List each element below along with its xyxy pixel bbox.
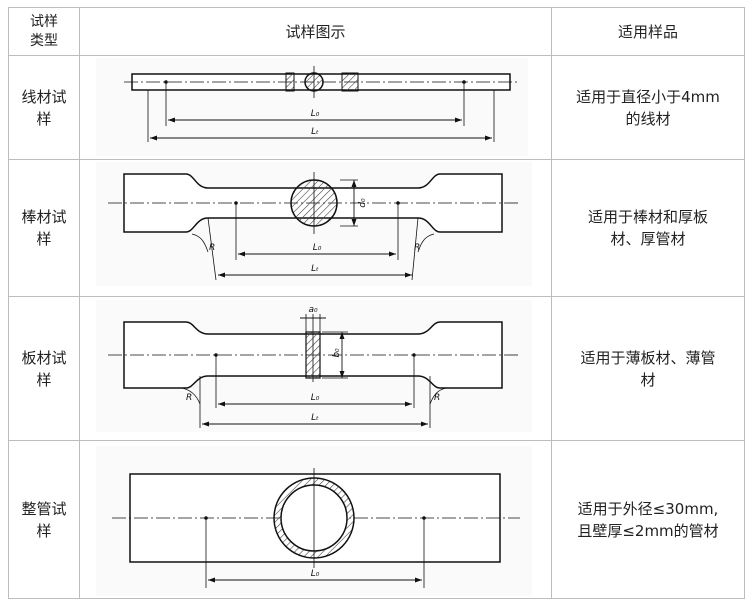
tube-gauge-length-label: L₀ [311,569,320,579]
bar-diameter-label: d₀ [358,198,368,208]
header-sample-type: 试样 类型 [30,13,58,49]
plate-gauge-length-label: L₀ [311,393,320,403]
tube-specimen-figure: L₀ [96,446,532,596]
bar-gauge-length-label: L₀ [313,243,322,253]
row-tube-applicable: 适用于外径≤30mm, 且壁厚≤2mm的管材 [577,499,719,540]
row-wire-applicable: 适用于直径小于4mm 的线材 [576,87,720,128]
header-applicable-samples: 适用样品 [617,22,678,41]
sample-type-table: 试样 类型 试样图示 适用样品 线材试 样 适用于直径小于4mm 的线材 棒材试… [8,7,745,599]
row-bar-type: 棒材试 样 [21,208,67,248]
bar-left-radius-label: R [209,243,215,253]
row-tube-type: 整管试 样 [21,499,67,540]
plate-left-radius-label: R [186,393,192,403]
row-wire-type: 线材试 样 [21,87,67,128]
plate-width-label: b₀ [332,348,342,358]
bar-specimen-figure: d₀ R R L₀ Lₜ [96,162,532,286]
plate-specimen-figure: a₀ b₀ R R L₀ Lₜ [96,300,532,432]
plate-thickness-label: a₀ [308,305,318,315]
wire-gauge-length-label: L₀ [311,109,320,119]
row-bar-applicable: 适用于棒材和厚板 材、厚管材 [587,208,708,248]
wire-specimen-figure: L₀ Lₜ [96,58,528,156]
bar-right-radius-label: R [414,243,420,253]
row-plate-type: 板材试 样 [21,348,67,389]
bar-total-length-label: Lₜ [311,264,319,274]
plate-right-radius-label: R [434,393,440,403]
header-sample-figure: 试样图示 [285,22,346,41]
row-plate-applicable: 适用于薄板材、薄管 材 [580,348,716,389]
plate-total-length-label: Lₜ [311,413,319,423]
wire-total-length-label: Lₜ [311,127,319,137]
